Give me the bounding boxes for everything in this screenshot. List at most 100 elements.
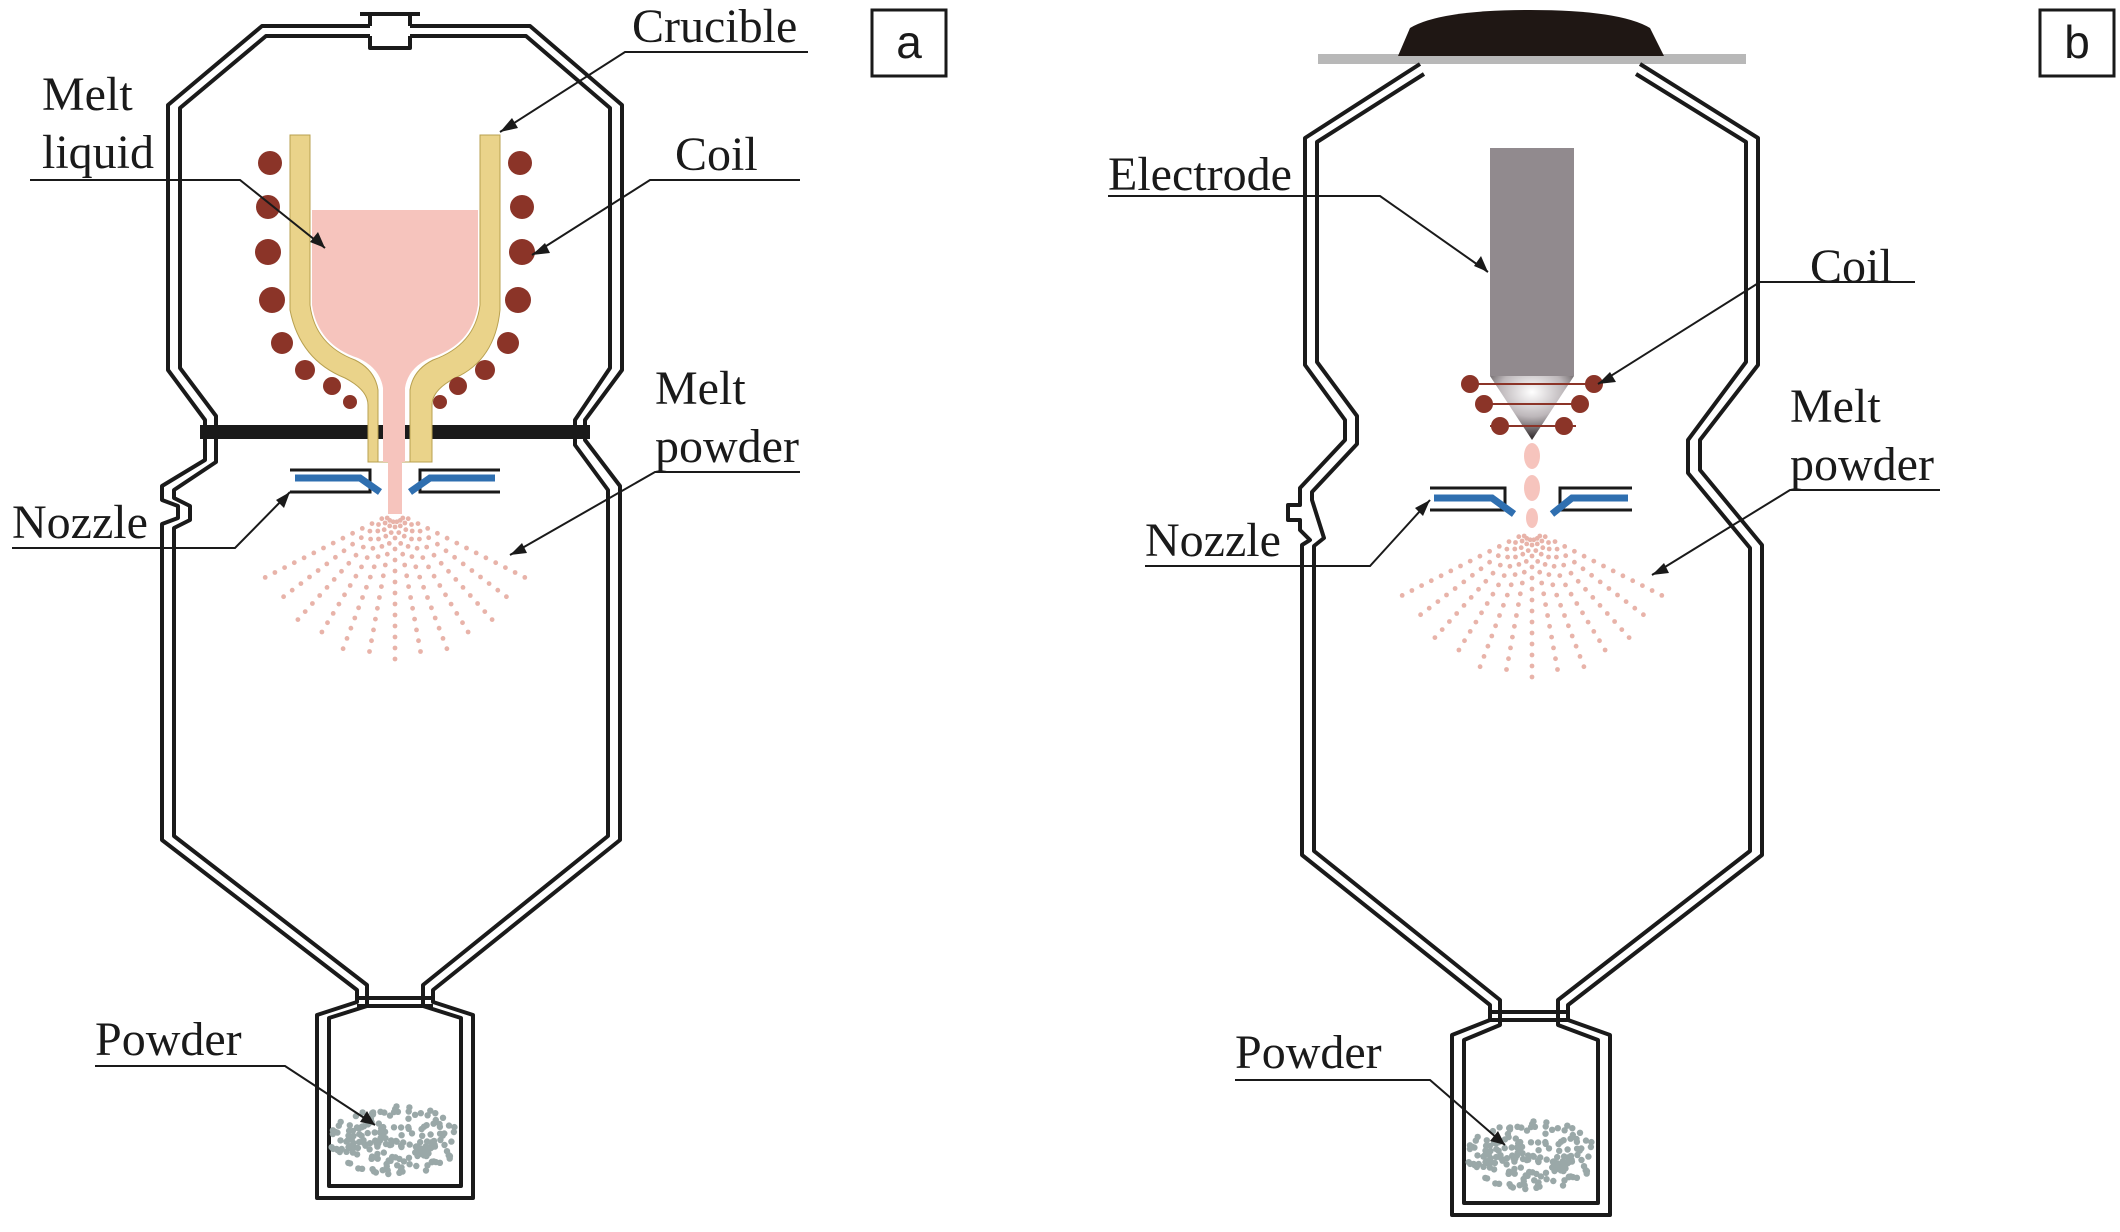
spray-droplet [1504, 592, 1510, 598]
spray-droplet [1542, 534, 1548, 540]
spray-droplet [444, 535, 450, 541]
spray-droplet [1649, 588, 1655, 593]
powder-particle [379, 1131, 386, 1138]
powder-particle [372, 1137, 379, 1144]
spray-droplet [1524, 541, 1530, 547]
spray-droplet [383, 533, 389, 539]
powder-particle [329, 1130, 337, 1138]
top-plate-b [1318, 54, 1746, 64]
spray-droplet [469, 568, 475, 573]
spray-droplet [1506, 539, 1512, 544]
spray-droplet [1574, 601, 1580, 606]
spray-droplet [392, 634, 398, 640]
powder-particle [1474, 1152, 1481, 1159]
powder-particle [1543, 1156, 1550, 1163]
powder-particle [405, 1108, 412, 1115]
panel-b: Electrode Coil Melt powder Nozzle Powder… [1108, 8, 2116, 1217]
melt-liquid-a [312, 210, 478, 462]
spray-droplet [1529, 674, 1535, 680]
spray-droplet [1585, 619, 1591, 625]
spray-droplet [1659, 593, 1665, 598]
powder-particle [1543, 1176, 1550, 1183]
label-nozzle-b: Nozzle [1145, 514, 1281, 567]
powder-particle [1492, 1153, 1500, 1161]
powder-particle [1529, 1169, 1536, 1176]
coil-turn [295, 360, 315, 380]
spray-droplet [1563, 582, 1568, 588]
spray-droplet [398, 541, 404, 546]
panel-a: Crucible Melt liquid Coil Melt powder No… [12, 0, 948, 1200]
powder-particle [432, 1110, 439, 1117]
spray-droplet [289, 587, 295, 593]
spray-droplet [1399, 593, 1405, 598]
spray-droplet [412, 616, 417, 622]
spray-droplet [1476, 586, 1481, 592]
spray-droplet [1467, 558, 1473, 564]
powder-particle [450, 1128, 458, 1136]
spray-droplet [438, 560, 444, 566]
powder-particle [394, 1162, 401, 1169]
spray-droplet [1554, 592, 1560, 598]
powder-particle [422, 1167, 430, 1174]
spray-droplet [1572, 559, 1577, 565]
powder-particle [393, 1138, 400, 1145]
spray-droplet [400, 551, 406, 557]
spray-droplet [368, 536, 373, 542]
powder-particle [1578, 1156, 1585, 1164]
spray-droplet [382, 562, 388, 568]
spray-droplet [331, 577, 337, 582]
powder-particle [1565, 1173, 1573, 1180]
spray-droplet [330, 540, 336, 546]
powder-particle [393, 1103, 400, 1110]
top-cap-b [1398, 10, 1664, 56]
spray-droplet [1516, 534, 1522, 540]
spray-droplet [435, 530, 440, 536]
spray-droplet [346, 560, 352, 566]
spray-droplet [379, 544, 385, 549]
spray-droplet [392, 612, 398, 618]
spray-droplet [410, 605, 415, 611]
powder-particle [1554, 1153, 1561, 1161]
powder-particle [380, 1123, 387, 1131]
spray-droplet [1508, 645, 1513, 651]
powder-particle [346, 1122, 353, 1129]
powder-b [1465, 1118, 1595, 1193]
powder-particle [346, 1160, 354, 1167]
spray-droplet [375, 605, 380, 611]
spray-droplet [319, 629, 325, 635]
label-melt-powder-b-line2: powder [1790, 438, 1934, 491]
powder-particle [1517, 1138, 1524, 1146]
powder-particle [379, 1167, 386, 1174]
powder-particle [366, 1140, 374, 1147]
spray-droplet [1461, 603, 1467, 608]
spray-droplet [282, 565, 287, 570]
spray-droplet [1506, 656, 1511, 662]
powder-particle [425, 1150, 432, 1157]
spray-droplet [1581, 553, 1587, 559]
spray-droplet [311, 550, 317, 556]
powder-particle [382, 1140, 390, 1148]
spray-droplet [1504, 667, 1509, 672]
powder-particle [437, 1136, 444, 1144]
spray-droplet [1557, 573, 1563, 578]
spray-droplet [1554, 554, 1559, 560]
spray-droplet [1568, 570, 1574, 576]
spray-droplet [1619, 627, 1625, 632]
spray-droplet [444, 646, 450, 652]
spray-droplet [1539, 538, 1545, 544]
powder-particle [1576, 1129, 1584, 1137]
powder-particle [359, 1109, 366, 1116]
powder-particle [1542, 1123, 1549, 1130]
label-melt-powder-b-line1: Melt [1790, 380, 1881, 433]
panel-tag-a-text: a [896, 16, 922, 68]
spray-droplet [1542, 562, 1548, 567]
spray-droplet [364, 584, 369, 590]
spray-droplet [1501, 602, 1506, 608]
powder-particle [1506, 1125, 1513, 1132]
powder-particle [1578, 1145, 1585, 1152]
powder-particle [1496, 1124, 1503, 1131]
spray-droplet [1577, 654, 1583, 659]
spray-droplet [379, 584, 384, 589]
spray-droplet [348, 625, 354, 631]
spray-droplet [380, 573, 386, 579]
